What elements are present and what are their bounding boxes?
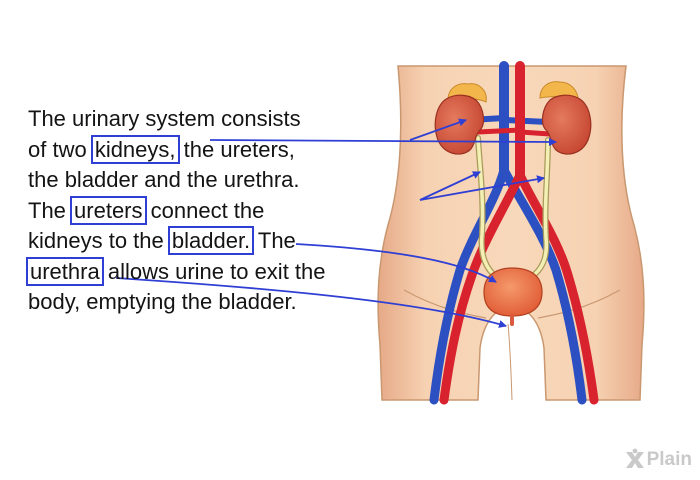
x-logo-icon [625,448,644,468]
kidneys-arrow-right [209,137,557,146]
line-text: The [28,197,73,223]
ureter [475,135,551,281]
line-text: the ureters, [177,136,295,162]
line-text: The [252,228,296,253]
bladder-arrow [295,243,497,283]
line-text: allows urine to exit the [101,258,326,284]
pointer-arrows [115,118,557,328]
logo-text: Plain [646,449,692,470]
text-line-7: body, emptying the bladder. [28,287,388,318]
text-line-3: the bladder and the urethra. [28,165,388,196]
xplain-logo: Plain [624,448,692,472]
ureters-arrow-right [419,175,545,201]
kidneys-arrow-left [409,118,467,141]
line-text: connect the [144,197,265,223]
torso [377,65,645,401]
text-line-1: The urinary system consists [28,104,388,135]
kidneys-label: kidneys, [90,134,180,164]
text-line-2: of two kidneys, the ureters, [28,134,388,166]
urethra-label: urethra [26,256,104,286]
bladder [483,267,543,317]
vein [429,61,587,405]
artery [439,61,599,405]
urethra-arrow [115,277,507,328]
text-line-5: kidneys to the bladder. The [28,226,388,257]
line-text: of two [28,136,93,162]
line-text: body, emptying the bladder. [28,289,297,314]
description-paragraph: The urinary system consists of two kidne… [26,104,388,318]
text-line-6: urethra allows urine to exit the [26,256,388,288]
ureters-arrow-left [419,171,481,201]
text-line-4: The ureters connect the [28,195,388,227]
ureters-label: ureters [70,195,147,225]
line-text: kidneys to the [28,228,170,253]
bladder-label: bladder. [167,226,255,255]
line-text: The urinary system consists [28,106,301,131]
line-text: the bladder and the urethra. [28,167,300,192]
